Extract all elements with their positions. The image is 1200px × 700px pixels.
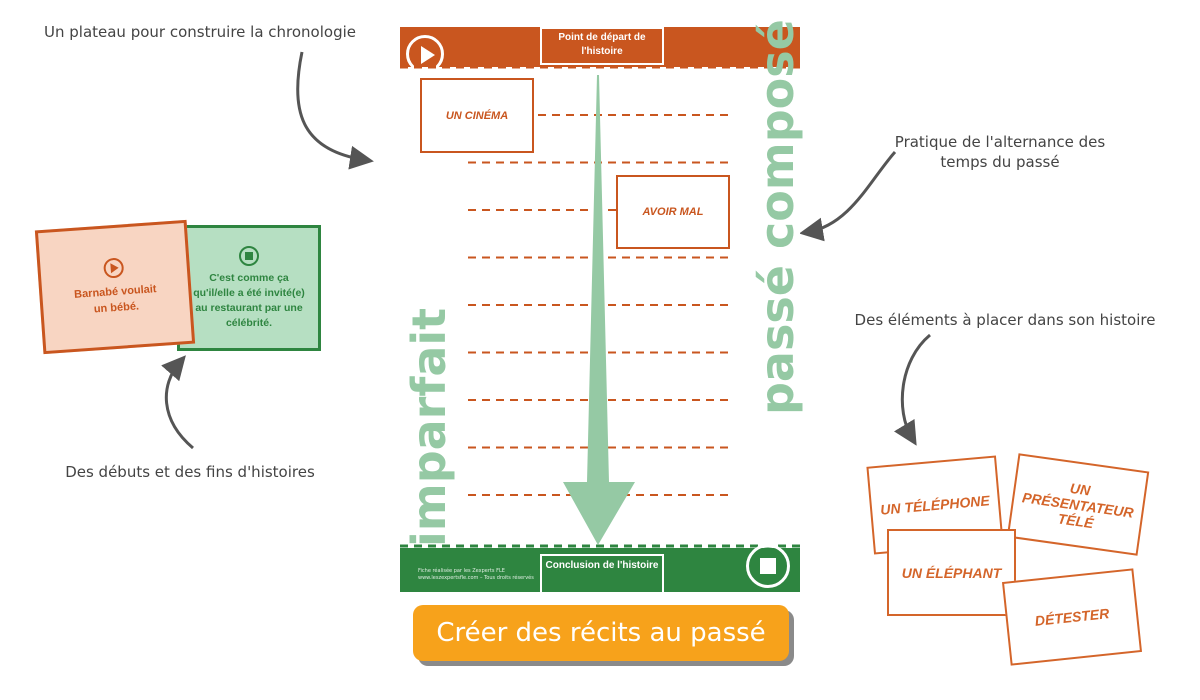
footer-credit: Fiche réalisée par les Zexperts FLE www.… (418, 568, 534, 582)
stop-icon (239, 245, 259, 266)
end-label: Conclusion de l'histoire (540, 554, 664, 593)
create-stories-button[interactable]: Créer des récits au passé (413, 605, 789, 661)
footer-credit-line1: Fiche réalisée par les Zexperts FLE (418, 568, 505, 574)
story-start-card: Barnabé voulait un bébé. (34, 219, 196, 355)
timeline-arrow (563, 75, 635, 545)
annotation-starts-ends: Des débuts et des fins d'histoires (65, 463, 315, 481)
arrow-to-elements (893, 333, 931, 446)
annotation-elements: Des éléments à placer dans son histoire (854, 311, 1156, 329)
play-icon (406, 35, 444, 73)
end-band: Fiche réalisée par les Zexperts FLE www.… (400, 544, 800, 593)
start-band: Point de départ de l'histoire (400, 27, 800, 73)
story-end-card: C'est comme ça qu'il/elle a été invité(e… (177, 225, 321, 351)
story-start-text: Barnabé voulait un bébé. (73, 283, 157, 316)
annotation-tenses: Pratique de l'alternance des temps du pa… (894, 133, 1106, 171)
arrow-to-story-cards (161, 355, 194, 450)
left-tense-label: imparfait (402, 307, 456, 547)
right-tense-label: passé composé (750, 19, 804, 415)
element-card-elephant[interactable]: UN ÉLÉPHANT (887, 529, 1016, 616)
stop-icon (746, 544, 790, 588)
timeline-board: Point de départ de l'histoire imparfait … (400, 19, 804, 593)
play-icon (103, 257, 125, 279)
footer-credit-line2: www.leszexpertsfle.com – Tous droits rés… (418, 575, 534, 581)
element-card-detester[interactable]: DÉTESTER (1001, 568, 1143, 666)
story-end-text: C'est comme ça qu'il/elle a été invité(e… (193, 271, 305, 329)
timeline-svg (400, 65, 800, 548)
board-card-cinema[interactable]: UN CINÉMA (420, 78, 534, 153)
arrow-to-board (296, 51, 374, 170)
element-card-presentateur[interactable]: UN PRÉSENTATEUR TÉLÉ (1006, 453, 1150, 556)
annotation-board: Un plateau pour construire la chronologi… (44, 23, 356, 41)
arrow-to-tenses (799, 151, 897, 242)
board-card-avoir-mal[interactable]: AVOIR MAL (616, 175, 730, 249)
start-label: Point de départ de l'histoire (540, 27, 664, 65)
